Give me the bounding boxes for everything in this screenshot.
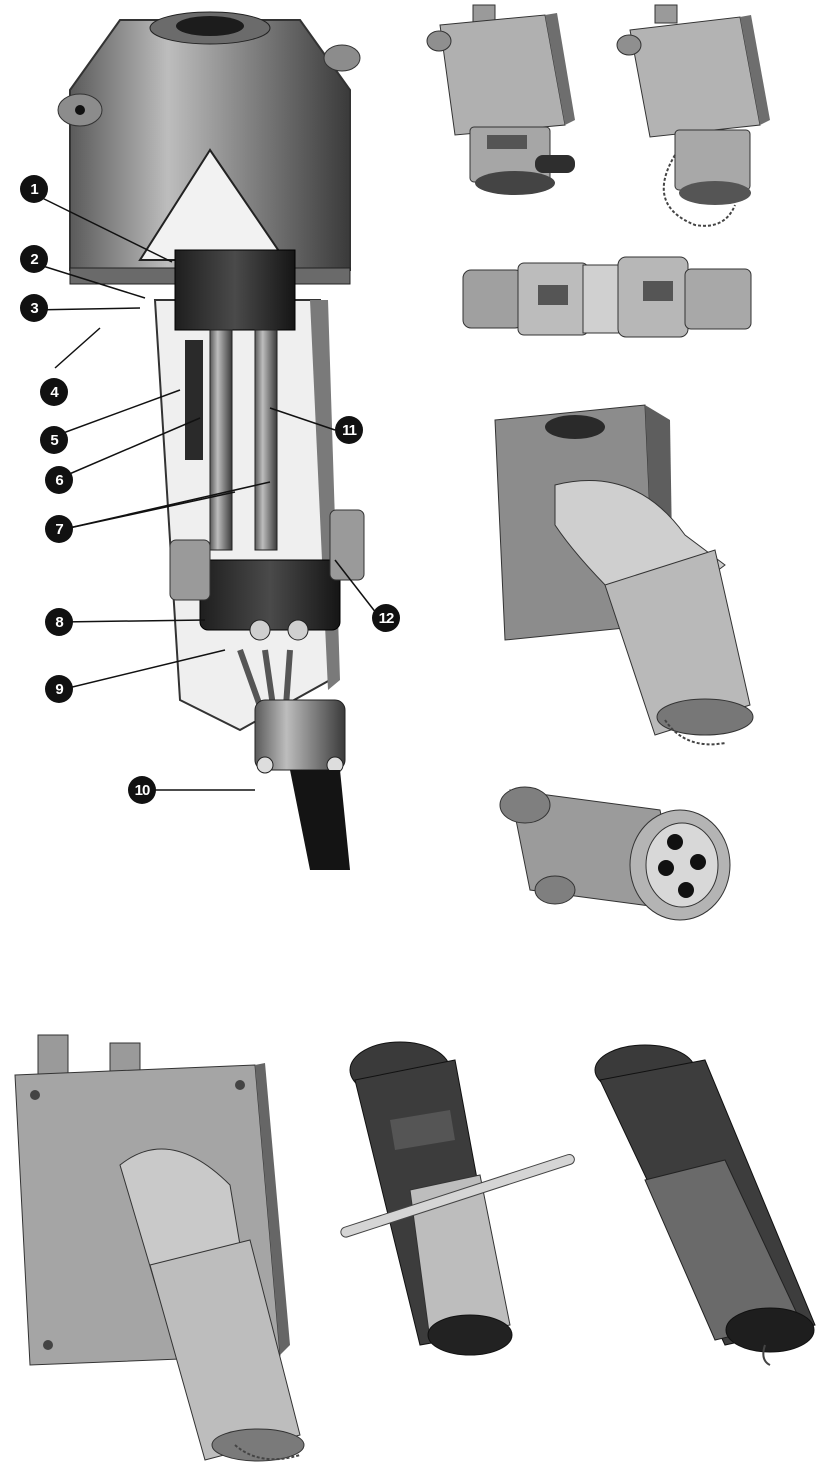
receptacle-with-chain-cap — [616, 4, 770, 227]
callout-8: 8 — [45, 608, 73, 636]
callout-10: 10 — [128, 776, 156, 804]
four-pin-plug — [499, 786, 731, 921]
receptacle-with-plug — [426, 4, 575, 195]
cutaway-receptacle — [57, 11, 365, 870]
callout-9: 9 — [45, 675, 73, 703]
plug-with-cap — [594, 1044, 816, 1366]
callout-11: 11 — [335, 416, 363, 444]
callout-7: 7 — [45, 515, 73, 543]
inline-connector — [462, 256, 752, 338]
angled-receptacle-box — [494, 404, 754, 746]
callout-6: 6 — [45, 466, 73, 494]
square-box-angled-receptacle — [14, 1034, 305, 1462]
callout-4: 4 — [40, 378, 68, 406]
callout-12: 12 — [372, 604, 400, 632]
callout-3: 3 — [20, 294, 48, 322]
plug-with-tommy-bar — [340, 1041, 575, 1356]
callout-2: 2 — [20, 245, 48, 273]
callout-1: 1 — [20, 175, 48, 203]
callout-5: 5 — [40, 426, 68, 454]
